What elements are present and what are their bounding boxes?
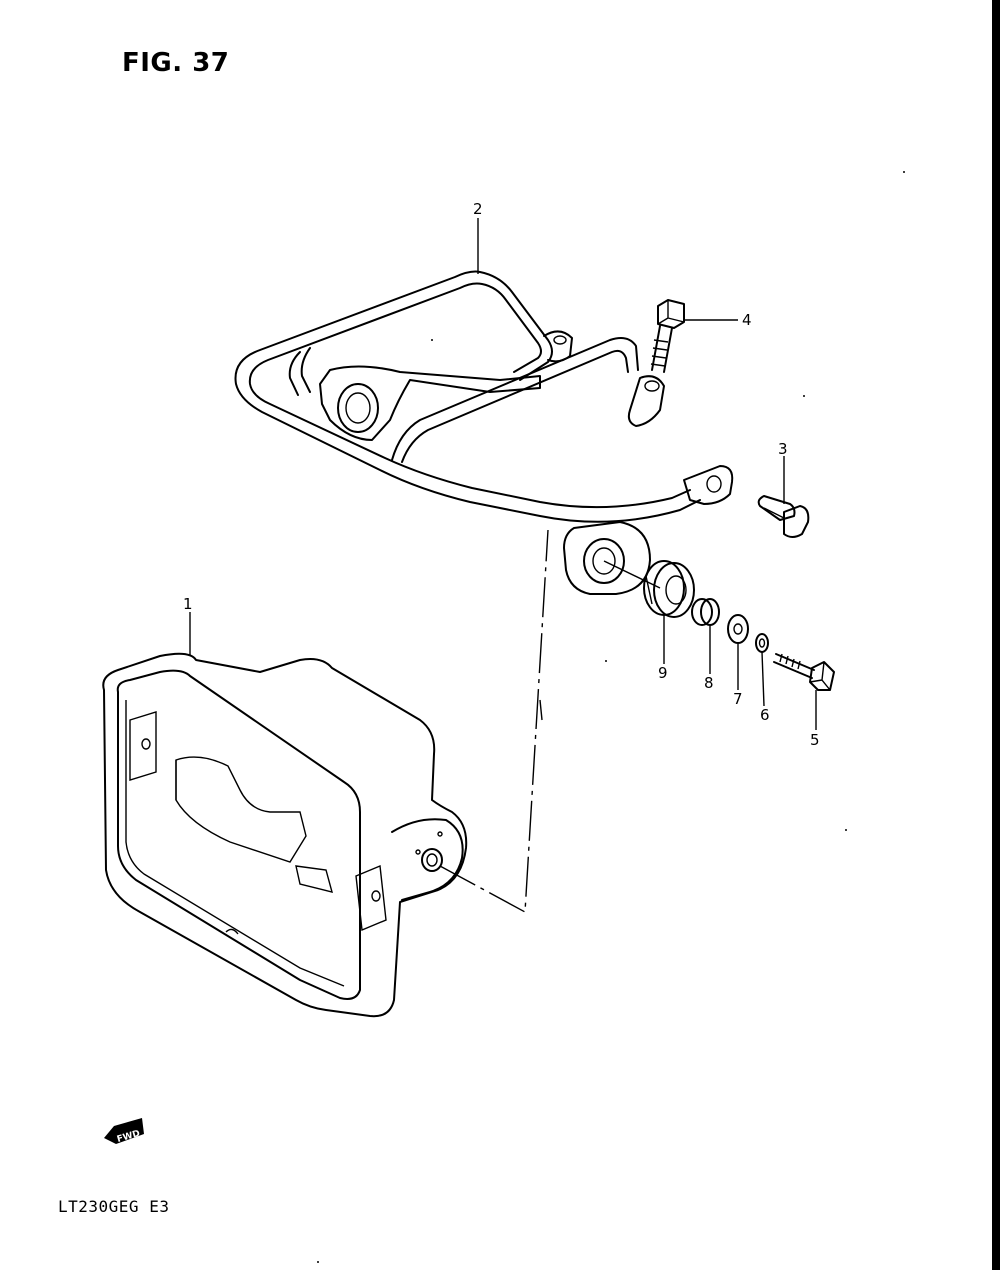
model-code: LT230GEG E3	[58, 1197, 170, 1216]
washer-icon	[727, 614, 749, 644]
page-border	[992, 0, 1000, 1270]
callout-1: 1	[183, 595, 193, 613]
figure-title: FIG. 37	[122, 48, 230, 78]
headlight-housing-icon	[102, 652, 468, 1018]
leader-lines	[189, 218, 817, 730]
bolt-icon	[773, 653, 835, 691]
bolt-icon	[650, 299, 685, 373]
grommet-icon	[643, 560, 695, 618]
callout-3: 3	[778, 440, 788, 458]
callout-4: 4	[742, 311, 752, 329]
bolt-icon	[757, 495, 810, 538]
callout-6: 6	[760, 706, 770, 724]
assembly-lines	[439, 529, 661, 914]
callout-8: 8	[704, 674, 714, 692]
callout-2: 2	[473, 200, 483, 218]
lock-washer-icon	[755, 633, 769, 653]
callout-5: 5	[810, 731, 820, 749]
callout-7: 7	[733, 690, 743, 708]
fwd-arrow-icon: FWD	[104, 1118, 144, 1145]
spacer-icon	[691, 598, 720, 626]
callout-9: 9	[658, 664, 668, 682]
headlight-bracket-icon	[234, 270, 734, 595]
